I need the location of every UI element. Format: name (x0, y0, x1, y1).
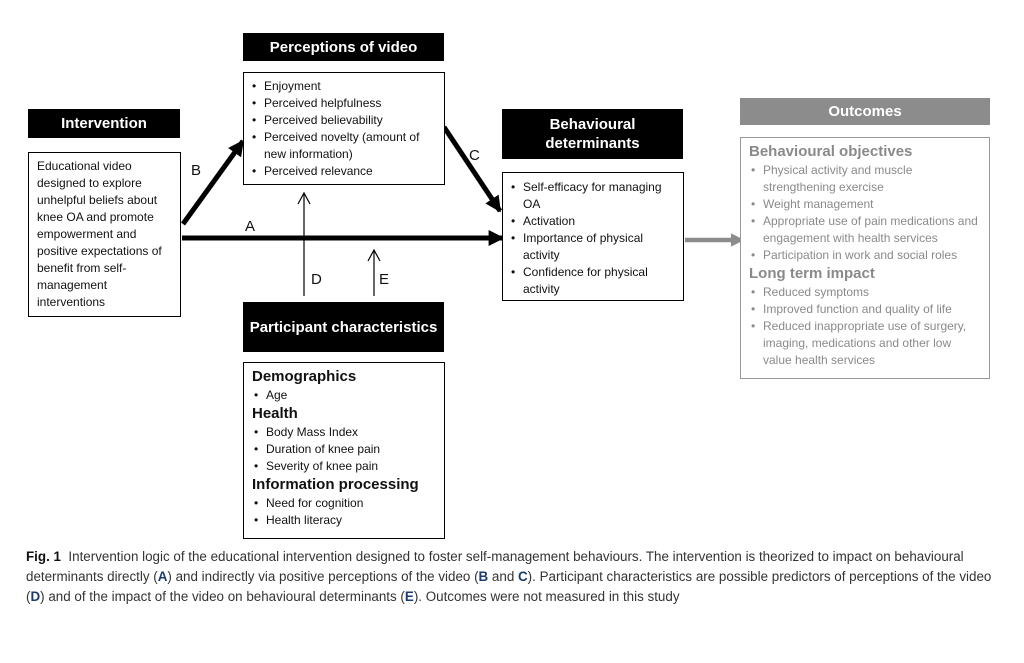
label-d: D (311, 271, 322, 288)
section-title-demographics: Demographics (252, 368, 357, 385)
list-item: Severity of knee pain (252, 458, 436, 475)
intervention-text: Educational video designed to explore un… (37, 159, 162, 309)
label-c: C (469, 147, 480, 164)
list-item: Enjoyment (250, 78, 438, 95)
section-title-information-processing: Information processing (252, 476, 419, 493)
list-item: Importance of physical activity (509, 230, 677, 264)
list-item: Confidence for physical activity (509, 264, 677, 298)
perceptions-header: Perceptions of video (243, 33, 444, 61)
list-item: Reduced symptoms (749, 284, 981, 301)
demographics-list: Age (252, 387, 436, 404)
caption-text: ). Outcomes were not measured in this st… (413, 589, 680, 604)
caption-ref-d: D (30, 589, 41, 604)
list-item: Self-efficacy for managing OA (509, 179, 677, 213)
caption-ref-c: C (518, 569, 528, 584)
outcomes-header: Outcomes (740, 98, 990, 125)
list-item: Perceived believability (250, 112, 438, 129)
section-title-health: Health (252, 405, 298, 422)
list-item: Participation in work and social roles (749, 247, 981, 264)
list-item: Physical activity and muscle strengtheni… (749, 162, 981, 196)
list-item: Improved function and quality of life (749, 301, 981, 318)
caption-ref-e: E (404, 589, 414, 604)
perceptions-box: Enjoyment Perceived helpfulness Perceive… (243, 72, 445, 185)
arrow-d-head (297, 191, 311, 205)
list-item: Body Mass Index (252, 424, 436, 441)
caption-text: ). Participant characteristics are possi… (26, 569, 992, 604)
label-a: A (245, 218, 256, 235)
list-item: Duration of knee pain (252, 441, 436, 458)
caption-text: ) and indirectly via positive perception… (167, 569, 479, 584)
list-item: Age (252, 387, 436, 404)
behavioural-box: Self-efficacy for managing OA Activation… (502, 172, 684, 301)
list-item: Appropriate use of pain medications and … (749, 213, 981, 247)
caption-text: ) and of the impact of the video on beha… (40, 589, 405, 604)
long-term-impact-list: Reduced symptoms Improved function and q… (749, 284, 981, 369)
section-title-behavioural-objectives: Behavioural objectives (749, 143, 913, 160)
list-item: Reduced inappropriate use of surgery, im… (749, 318, 981, 369)
caption-text: Intervention logic of the educational in… (26, 549, 964, 584)
information-processing-list: Need for cognition Health literacy (252, 495, 436, 529)
participant-header: Participant characteristics (243, 302, 444, 352)
arrow-b (180, 139, 246, 226)
intervention-header: Intervention (28, 109, 180, 138)
perceptions-list: Enjoyment Perceived helpfulness Perceive… (250, 78, 438, 180)
caption-label: Fig. 1 (26, 549, 61, 564)
participant-box: Demographics Age Health Body Mass Index … (243, 362, 445, 539)
intervention-box: Educational video designed to explore un… (28, 152, 181, 317)
list-item: Perceived novelty (amount of new informa… (250, 129, 438, 163)
section-title-long-term-impact: Long term impact (749, 265, 875, 282)
behavioural-objectives-list: Physical activity and muscle strengtheni… (749, 162, 981, 264)
label-b: B (191, 162, 202, 179)
arrow-c (441, 125, 503, 213)
caption-ref-b: B (478, 569, 489, 584)
list-item: Need for cognition (252, 495, 436, 512)
figure-caption: Fig. 1 Intervention logic of the educati… (26, 547, 998, 607)
behavioural-header: Behavioural determinants (502, 109, 683, 159)
behavioural-list: Self-efficacy for managing OA Activation… (509, 179, 677, 298)
list-item: Health literacy (252, 512, 436, 529)
list-item: Perceived helpfulness (250, 95, 438, 112)
list-item: Perceived relevance (250, 163, 438, 180)
caption-ref-a: A (157, 569, 168, 584)
outcomes-box: Behavioural objectives Physical activity… (740, 137, 990, 379)
caption-text: and (488, 569, 518, 584)
list-item: Activation (509, 213, 677, 230)
arrow-e-head (367, 248, 381, 262)
health-list: Body Mass Index Duration of knee pain Se… (252, 424, 436, 475)
label-e: E (379, 271, 390, 288)
list-item: Weight management (749, 196, 981, 213)
